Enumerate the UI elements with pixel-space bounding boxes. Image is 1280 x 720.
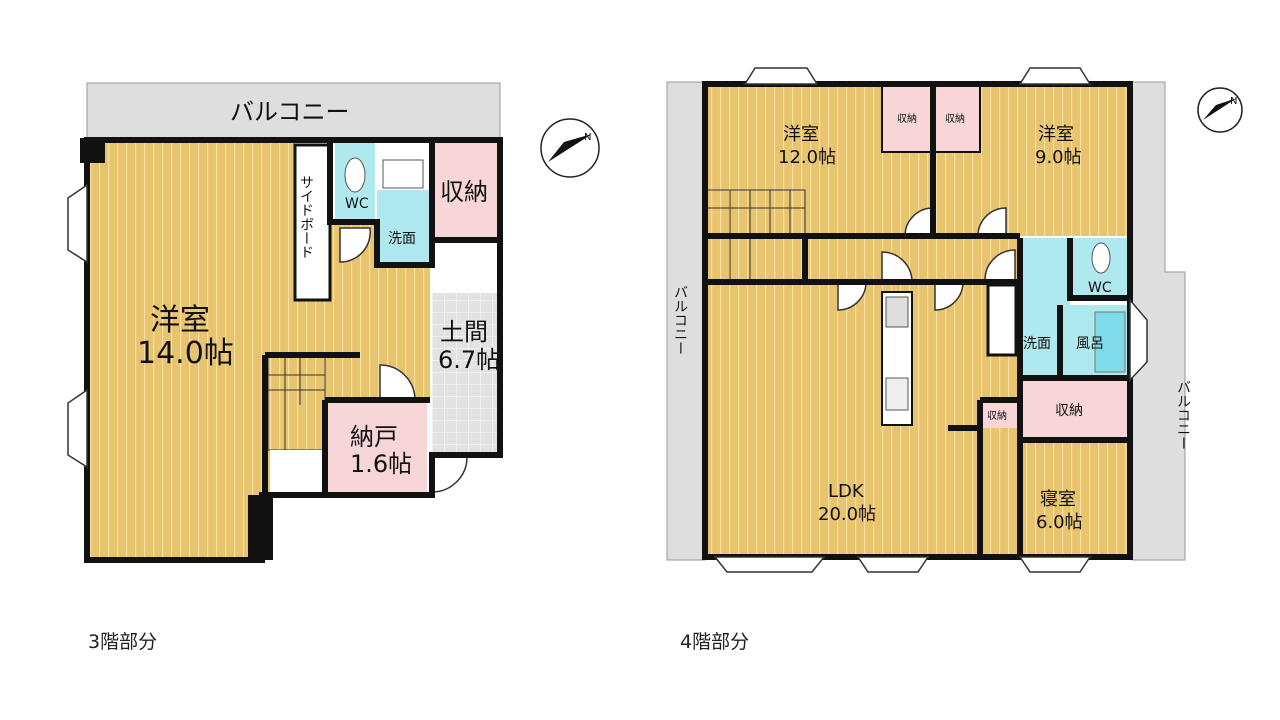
door — [339, 227, 372, 263]
western-12-name: 洋室 — [783, 124, 819, 145]
ldk-size: 20.0帖 — [818, 504, 876, 525]
sideboard — [293, 143, 332, 302]
closet-size: 1.6帖 — [350, 450, 412, 478]
western-room-14 — [87, 140, 295, 560]
window — [856, 556, 930, 573]
storage-a-label: 収納 — [897, 112, 917, 125]
doma-name: 土間 — [440, 318, 488, 346]
storage-label: 収納 — [440, 178, 488, 206]
floor-4-caption: 4階部分 — [680, 631, 750, 653]
balcony-left-label: バルコニー — [672, 285, 688, 355]
closet-3f — [327, 402, 427, 492]
sink-icon — [885, 377, 909, 411]
bedroom-size: 6.0帖 — [1036, 512, 1083, 533]
western-room-size: 14.0帖 — [137, 336, 234, 371]
north-compass-icon: N — [540, 118, 600, 178]
bath-label: 風呂 — [1076, 336, 1104, 352]
sideboard-label: サイドボード — [298, 175, 314, 259]
bay-window — [67, 388, 88, 469]
western-9-name: 洋室 — [1038, 124, 1074, 145]
door — [431, 456, 468, 493]
washer-icon — [382, 159, 424, 189]
balcony-label: バルコニー — [230, 98, 350, 126]
window — [1018, 556, 1092, 573]
closet-name: 納戸 — [350, 423, 398, 451]
wc-label: WC — [345, 196, 369, 212]
storage-small — [982, 402, 1018, 428]
window — [743, 67, 819, 85]
bedroom — [980, 442, 1130, 556]
storage-small-label: 収納 — [987, 409, 1007, 422]
svg-text:N: N — [1230, 96, 1237, 107]
svg-text:N: N — [584, 132, 591, 143]
floor-4: バルコニー バルコニー 収納 収納 洋室 12.0帖 洋室 9.0帖 WC 洗面… — [666, 67, 1191, 573]
western-9-size: 9.0帖 — [1035, 147, 1082, 168]
door — [379, 364, 416, 401]
washroom-label: 洗面 — [388, 231, 416, 247]
bedroom-name: 寝室 — [1040, 489, 1076, 510]
balcony-3f — [86, 82, 501, 139]
ldk — [705, 282, 1020, 557]
toilet-icon — [1091, 242, 1111, 274]
window — [1018, 67, 1092, 85]
storage-big — [1020, 380, 1130, 440]
storage-b-label: 収納 — [945, 112, 965, 125]
western-room-name: 洋室 — [150, 303, 210, 338]
north-compass-icon: N — [1197, 87, 1243, 133]
storage-b — [935, 86, 980, 152]
stove-icon — [885, 296, 909, 328]
toilet-icon — [344, 157, 366, 193]
window — [713, 556, 826, 573]
bathtub-icon — [1094, 311, 1126, 373]
storage-a — [882, 86, 932, 152]
bay-window — [67, 183, 88, 264]
balcony-right-label: バルコニー — [1175, 380, 1191, 450]
washroom-3f — [377, 190, 430, 265]
bay-window — [1129, 297, 1148, 382]
door — [984, 249, 1016, 281]
doma — [432, 265, 500, 455]
door — [977, 207, 1007, 237]
storage-big-label: 収納 — [1055, 403, 1083, 419]
doma-size: 6.7帖 — [438, 346, 500, 374]
wc-label: WC — [1088, 280, 1112, 296]
washroom-label: 洗面 — [1023, 336, 1051, 352]
stairs-3f — [267, 356, 326, 451]
floor-3: バルコニー サイドボード WC 洗面 収納 土間 6.7帖 納戸 1.6帖 洋室… — [67, 82, 503, 563]
ldk-name: LDK — [828, 481, 865, 502]
storage-3f — [432, 142, 500, 239]
floor-3-caption: 3階部分 — [88, 631, 158, 653]
western-12-size: 12.0帖 — [778, 147, 836, 168]
